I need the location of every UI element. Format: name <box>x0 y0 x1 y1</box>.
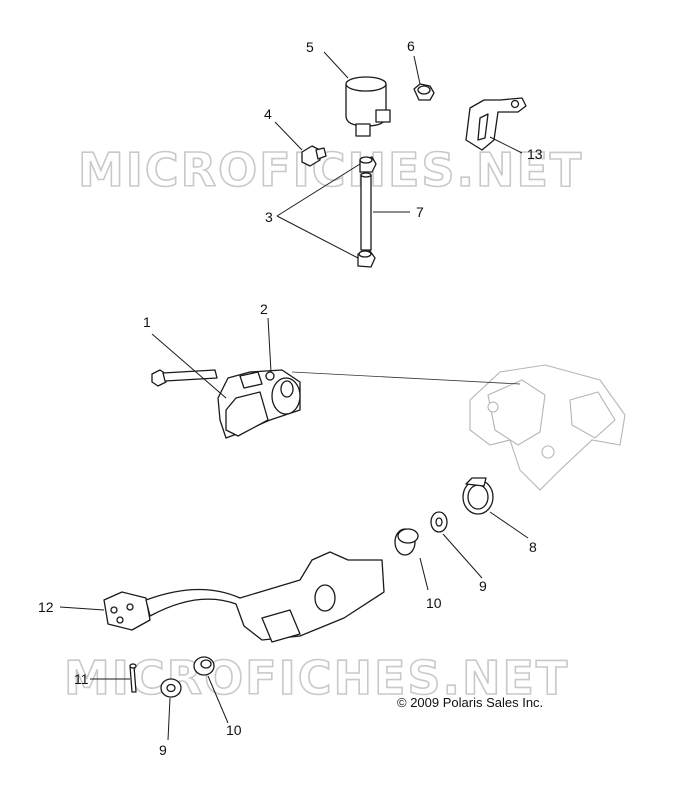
callout-6: 6 <box>407 38 415 54</box>
part-master-cylinder <box>217 369 301 439</box>
callout-9-lower: 9 <box>159 742 167 758</box>
callout-1: 1 <box>143 314 151 330</box>
watermark-bottom: MICROFICHES.NET <box>64 651 569 705</box>
part-bolt-long <box>151 369 218 387</box>
part-bolt-small <box>301 145 327 167</box>
callout-10-upper: 10 <box>426 595 442 611</box>
part-hose <box>360 172 372 251</box>
callout-2: 2 <box>260 301 268 317</box>
callout-4: 4 <box>264 106 272 122</box>
callout-3: 3 <box>265 209 273 225</box>
callout-10-lower: 10 <box>226 722 242 738</box>
part-clamp-top <box>359 156 377 173</box>
part-bushing-lower <box>193 656 215 676</box>
callout-12: 12 <box>38 599 54 615</box>
leader-lines <box>59 51 529 741</box>
part-bushing-upper <box>394 528 419 556</box>
part-washer-upper <box>430 511 448 533</box>
callouts: 5 6 4 13 3 7 1 2 8 9 10 12 11 9 10 <box>38 38 543 758</box>
part-washer-lower <box>160 678 182 698</box>
callout-5: 5 <box>306 39 314 55</box>
part-brake-pedal <box>103 551 385 643</box>
part-cotter-pin <box>129 663 137 693</box>
callout-7: 7 <box>416 204 424 220</box>
part-mount-bracket <box>465 97 527 151</box>
part-nut <box>413 83 435 101</box>
copyright-notice: © 2009 Polaris Sales Inc. <box>397 695 543 710</box>
frame-bracket-reference <box>469 364 626 491</box>
part-clamp-bottom <box>357 250 376 268</box>
callout-9-upper: 9 <box>479 578 487 594</box>
callout-8: 8 <box>529 539 537 555</box>
watermark-top: MICROFICHES.NET <box>78 143 583 197</box>
part-reservoir <box>345 76 391 137</box>
part-spring-clamp <box>462 477 494 515</box>
callout-13: 13 <box>527 146 543 162</box>
callout-11: 11 <box>74 671 89 687</box>
